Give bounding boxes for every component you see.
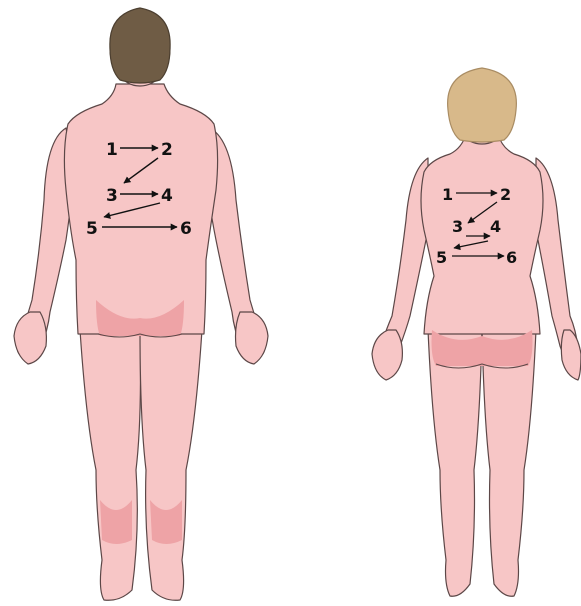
female-left-arm <box>380 158 428 360</box>
male-step-2: 2 <box>161 140 173 160</box>
female-right-leg <box>482 330 536 596</box>
female-step-2: 2 <box>500 185 511 204</box>
female-step-4: 4 <box>490 217 501 236</box>
male-torso <box>64 84 217 334</box>
male-left-hand <box>14 312 46 364</box>
female-torso <box>421 134 543 334</box>
female-left-hand <box>372 330 402 380</box>
male-step-1: 1 <box>106 140 118 160</box>
male-step-5: 5 <box>86 219 98 239</box>
female-hair <box>448 68 517 142</box>
female-step-6: 6 <box>506 248 517 267</box>
female-left-leg <box>428 330 482 596</box>
male-step-3: 3 <box>106 186 118 206</box>
female-step-5: 5 <box>436 248 447 267</box>
female-step-3: 3 <box>452 217 463 236</box>
male-step-6: 6 <box>180 219 192 239</box>
male-left-leg <box>80 330 141 600</box>
male-right-hand <box>236 312 269 364</box>
female-right-hand <box>561 330 581 380</box>
female-figure <box>372 68 581 596</box>
male-right-leg <box>140 330 202 600</box>
male-hair <box>110 8 170 83</box>
male-figure <box>14 8 268 600</box>
female-step-1: 1 <box>442 185 453 204</box>
male-step-4: 4 <box>161 186 173 206</box>
